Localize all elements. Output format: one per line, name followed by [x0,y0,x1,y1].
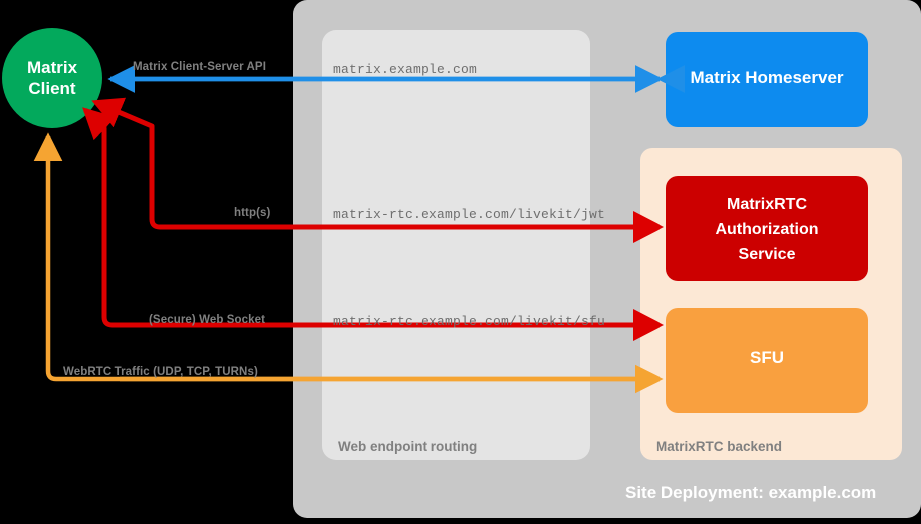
connection-label-http: http(s) [234,207,271,219]
matrixrtc-authorization-service-label: MatrixRTC Authorization Service [666,192,868,267]
matrix-client-label-line1: Matrix [26,58,78,77]
matrix-client-label-line2: Client [28,79,76,98]
sfu-label: SFU [750,348,784,367]
endpoint-livekit-jwt: matrix-rtc.example.com/livekit/jwt [333,207,606,222]
arrow-webrtc-to-client [33,132,660,382]
endpoint-livekit-sfu: matrix-rtc.example.com/livekit/sfu [333,314,606,329]
matrix-homeserver-label: Matrix Homeserver [690,68,844,87]
auth-service-label-line3: Service [738,246,796,263]
connection-label-matrix-client-server-api: Matrix Client-Server API [133,61,266,73]
web-endpoint-routing-panel [322,30,590,460]
arrow-http-jwt-to-client [91,97,660,230]
matrixrtc-backend-label: MatrixRTC backend [656,439,783,454]
matrix-homeserver-box[interactable] [666,32,868,127]
matrix-client-circle[interactable] [2,28,102,128]
sfu-box[interactable] [666,308,868,413]
web-endpoint-routing-label: Web endpoint routing [338,439,478,454]
endpoint-matrix-example-com: matrix.example.com [333,62,478,77]
site-deployment-label: Site Deployment: example.com [625,483,877,502]
matrix-client-label: Matrix Client [2,57,102,99]
connection-label-webrtc-traffic: WebRTC Traffic (UDP, TCP, TURNs) [63,366,258,378]
auth-service-label-line2: Authorization [715,221,819,238]
auth-service-label-line1: MatrixRTC [726,196,807,213]
arrow-websocket-to-client [82,107,660,328]
connection-label-web-socket: (Secure) Web Socket [149,314,266,326]
matrixrtc-authorization-service-box[interactable] [666,176,868,281]
